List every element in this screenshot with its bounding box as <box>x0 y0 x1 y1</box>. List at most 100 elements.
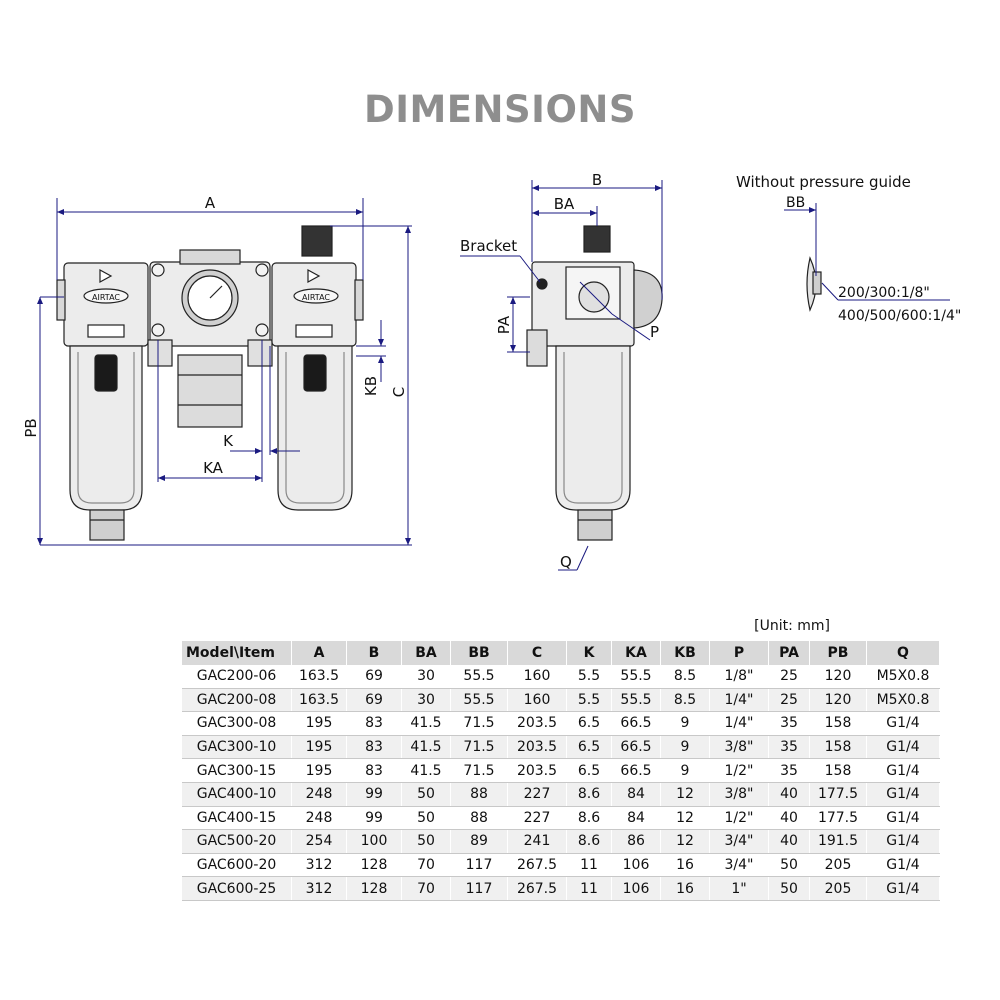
value-cell: 100 <box>346 829 402 854</box>
value-cell: 41.5 <box>401 758 451 783</box>
value-cell: 50 <box>401 829 451 854</box>
table-header-cell: BB <box>450 641 508 665</box>
dimension-drawing: AIRTAC AIRTAC A PB C KB K KA <box>22 171 961 571</box>
dim-label-k: K <box>223 432 234 450</box>
value-cell: G1/4 <box>866 876 940 901</box>
value-cell: 9 <box>660 711 710 736</box>
value-cell: 241 <box>507 829 567 854</box>
value-cell: 1/2" <box>709 806 769 831</box>
value-cell: 128 <box>346 876 402 901</box>
value-cell: 40 <box>768 806 810 831</box>
value-cell: 84 <box>611 806 661 831</box>
gauge-note-2: 400/500/600:1/4" <box>838 308 961 324</box>
value-cell: 3/8" <box>709 782 769 807</box>
value-cell: 8.5 <box>660 688 710 713</box>
oil-plug <box>301 225 333 257</box>
value-cell: 158 <box>809 758 867 783</box>
value-cell: 40 <box>768 829 810 854</box>
model-cell: GAC600-20 <box>182 853 292 878</box>
value-cell: G1/4 <box>866 853 940 878</box>
value-cell: 70 <box>401 853 451 878</box>
dim-label-a: A <box>205 194 216 212</box>
value-cell: 11 <box>566 853 612 878</box>
brand-text-left: AIRTAC <box>92 293 120 302</box>
value-cell: 177.5 <box>809 806 867 831</box>
value-cell: 69 <box>346 665 402 689</box>
value-cell: M5X0.8 <box>866 665 940 689</box>
value-cell: 70 <box>401 876 451 901</box>
dim-label-q: Q <box>560 553 572 571</box>
side-gauge <box>633 269 663 329</box>
drain-left <box>89 509 125 541</box>
value-cell: 3/4" <box>709 853 769 878</box>
value-cell: 267.5 <box>507 876 567 901</box>
table-header-cell: KA <box>611 641 661 665</box>
value-cell: 50 <box>401 806 451 831</box>
value-cell: 12 <box>660 829 710 854</box>
model-cell: GAC500-20 <box>182 829 292 854</box>
model-cell: GAC200-06 <box>182 665 292 689</box>
value-cell: 89 <box>450 829 508 854</box>
value-cell: 66.5 <box>611 758 661 783</box>
value-cell: 83 <box>346 735 402 760</box>
value-cell: 195 <box>291 711 347 736</box>
value-cell: 1/4" <box>709 688 769 713</box>
value-cell: 69 <box>346 688 402 713</box>
value-cell: 8.5 <box>660 665 710 689</box>
value-cell: 8.6 <box>566 829 612 854</box>
dim-label-p: P <box>650 323 659 341</box>
side-dimensions <box>460 180 663 571</box>
value-cell: 99 <box>346 806 402 831</box>
dim-label-c: C <box>390 387 408 397</box>
brand-plate-right <box>293 288 339 304</box>
table-header-cell: PB <box>809 641 867 665</box>
front-view <box>56 225 364 541</box>
unit-label: [Unit: mm] <box>754 618 830 634</box>
value-cell: 6.5 <box>566 735 612 760</box>
value-cell: 66.5 <box>611 711 661 736</box>
value-cell: 55.5 <box>450 665 508 689</box>
table-header-cell: PA <box>768 641 810 665</box>
value-cell: 55.5 <box>611 688 661 713</box>
model-cell: GAC300-15 <box>182 758 292 783</box>
value-cell: 16 <box>660 853 710 878</box>
table-header-cell: C <box>507 641 567 665</box>
value-cell: 312 <box>291 853 347 878</box>
table-header-cell: Q <box>866 641 940 665</box>
value-cell: 5.5 <box>566 665 612 689</box>
value-cell: 3/8" <box>709 735 769 760</box>
value-cell: 12 <box>660 806 710 831</box>
value-cell: 3/4" <box>709 829 769 854</box>
value-cell: 11 <box>566 876 612 901</box>
table-header-cell: P <box>709 641 769 665</box>
value-cell: 203.5 <box>507 711 567 736</box>
brand-text-right: AIRTAC <box>302 293 330 302</box>
value-cell: 177.5 <box>809 782 867 807</box>
dim-label-b: B <box>592 171 602 189</box>
value-cell: 8.6 <box>566 782 612 807</box>
value-cell: 1/8" <box>709 665 769 689</box>
bracket-label: Bracket <box>460 237 517 255</box>
side-bowl <box>555 345 631 511</box>
value-cell: 106 <box>611 853 661 878</box>
value-cell: 160 <box>507 665 567 689</box>
value-cell: 41.5 <box>401 735 451 760</box>
value-cell: 99 <box>346 782 402 807</box>
dim-label-ba: BA <box>554 195 575 213</box>
value-cell: G1/4 <box>866 782 940 807</box>
value-cell: G1/4 <box>866 806 940 831</box>
value-cell: 160 <box>507 688 567 713</box>
value-cell: G1/4 <box>866 758 940 783</box>
dim-label-ka: KA <box>203 459 224 477</box>
value-cell: 83 <box>346 758 402 783</box>
value-cell: 30 <box>401 688 451 713</box>
table-header-cell: Model\Item <box>182 641 292 665</box>
